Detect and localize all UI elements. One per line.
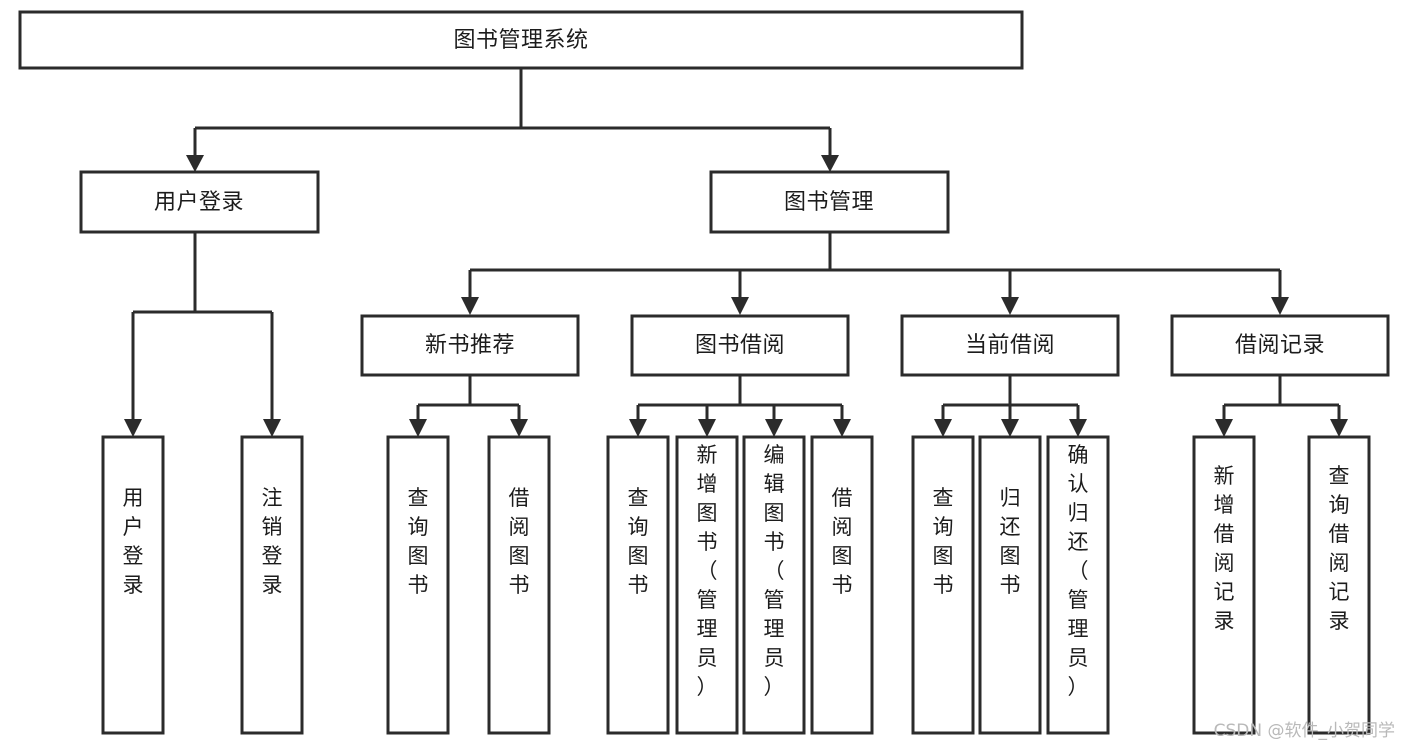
node-leaf-return-book-box[interactable] (978, 435, 1042, 735)
node-book-borrow[interactable]: 图书借阅 (630, 314, 850, 377)
arrowhead-leaf-borrow-book-1 (510, 419, 528, 437)
node-leaf-query-book-2-label: 查询图书 (628, 486, 649, 597)
node-leaf-user-logout-box[interactable] (240, 435, 304, 735)
node-leaf-query-record-box[interactable] (1307, 435, 1371, 735)
arrowhead-book-manage (821, 155, 839, 172)
node-leaf-query-book-2[interactable]: 查询图书 (606, 435, 670, 735)
node-leaf-query-book-3-box[interactable] (911, 435, 975, 735)
arrowhead-leaf-add-record (1215, 419, 1233, 437)
node-leaf-user-login[interactable]: 用户登录 (101, 435, 165, 735)
node-leaf-edit-book[interactable]: 编辑图书（管理员） (742, 435, 806, 735)
node-current-borrow[interactable]: 当前借阅 (900, 314, 1120, 377)
arrowhead-leaf-return-book (1001, 419, 1019, 437)
node-leaf-borrow-book-1[interactable]: 借阅图书 (487, 435, 551, 735)
arrowhead-new-book-rec (461, 297, 479, 315)
node-leaf-user-login-label: 用户登录 (123, 486, 144, 597)
connector-root-to-level2 (193, 68, 832, 158)
node-leaf-query-book-1-box[interactable] (386, 435, 450, 735)
connector-bookborrow-bus (636, 375, 844, 422)
node-leaf-query-book-2-box[interactable] (606, 435, 670, 735)
node-leaf-return-book[interactable]: 归还图书 (978, 435, 1042, 735)
node-leaf-confirm-return-label: 确认归还（管理员） (1068, 443, 1089, 699)
connector-newbook-bus (416, 375, 521, 422)
node-leaf-confirm-return[interactable]: 确认归还（管理员） (1046, 435, 1110, 735)
node-user-login[interactable]: 用户登录 (79, 170, 320, 234)
node-root-label: 图书管理系统 (453, 28, 588, 53)
node-leaf-user-logout[interactable]: 注销登录 (240, 435, 304, 735)
node-leaf-add-book-box[interactable] (675, 435, 739, 735)
arrowhead-leaf-add-book (698, 419, 716, 437)
node-leaf-query-record-label: 查询借阅记录 (1329, 464, 1350, 633)
arrowhead-leaf-user-login (124, 419, 142, 437)
node-leaf-return-book-label: 归还图书 (1000, 486, 1021, 597)
node-new-book-rec-label: 新书推荐 (425, 333, 515, 358)
node-leaf-query-book-3[interactable]: 查询图书 (911, 435, 975, 735)
node-leaf-borrow-book-1-label: 借阅图书 (509, 486, 530, 597)
node-borrow-record-box[interactable] (1170, 314, 1390, 377)
node-user-login-box[interactable] (79, 170, 320, 234)
node-book-manage[interactable]: 图书管理 (709, 170, 950, 234)
connector-currentborrow-bus (941, 375, 1080, 422)
node-leaf-query-book-1-label: 查询图书 (408, 486, 429, 597)
arrowhead-leaf-user-logout (263, 419, 281, 437)
node-book-manage-label: 图书管理 (784, 190, 874, 215)
node-leaf-edit-book-box[interactable] (742, 435, 806, 735)
connector-bookmanage-bus (468, 232, 1282, 300)
arrowhead-leaf-confirm-return (1069, 419, 1087, 437)
node-current-borrow-label: 当前借阅 (965, 333, 1055, 358)
watermark-label: CSDN @软件_小贺同学 (1213, 721, 1395, 741)
node-leaf-add-book-label: 新增图书（管理员） (697, 443, 718, 699)
node-leaf-add-record-label: 新增借阅记录 (1214, 464, 1235, 633)
node-leaf-user-logout-label: 注销登录 (262, 486, 283, 597)
node-leaf-add-book[interactable]: 新增图书（管理员） (675, 435, 739, 735)
arrowhead-leaf-borrow-book-2 (833, 419, 851, 437)
arrowhead-book-borrow (731, 297, 749, 315)
node-leaf-user-login-box[interactable] (101, 435, 165, 735)
node-book-manage-box[interactable] (709, 170, 950, 234)
node-book-borrow-box[interactable] (630, 314, 850, 377)
node-leaf-query-book-3-label: 查询图书 (933, 486, 954, 597)
arrowhead-current-borrow (1001, 297, 1019, 315)
node-borrow-record[interactable]: 借阅记录 (1170, 314, 1390, 377)
arrowhead-leaf-query-book-1 (409, 419, 427, 437)
connector-userlogin-bus (131, 232, 274, 422)
node-new-book-rec[interactable]: 新书推荐 (360, 314, 580, 377)
node-leaf-add-record[interactable]: 新增借阅记录 (1192, 435, 1256, 735)
node-leaf-borrow-book-2-label: 借阅图书 (832, 486, 853, 597)
node-leaf-query-record[interactable]: 查询借阅记录 (1307, 435, 1371, 735)
arrowhead-leaf-edit-book (765, 419, 783, 437)
arrowhead-user-login (186, 155, 204, 172)
connector-layer (124, 68, 1348, 437)
node-book-borrow-label: 图书借阅 (695, 333, 785, 358)
node-root-box[interactable] (18, 10, 1024, 70)
arrowhead-leaf-query-book-2 (629, 419, 647, 437)
arrowhead-leaf-query-record (1330, 419, 1348, 437)
node-current-borrow-box[interactable] (900, 314, 1120, 377)
node-leaf-add-record-box[interactable] (1192, 435, 1256, 735)
node-leaf-borrow-book-1-box[interactable] (487, 435, 551, 735)
node-user-login-label: 用户登录 (154, 190, 244, 215)
node-new-book-rec-box[interactable] (360, 314, 580, 377)
connector-borrowrecord-bus (1222, 375, 1341, 422)
node-root[interactable]: 图书管理系统 (18, 10, 1024, 70)
arrowhead-borrow-record (1271, 297, 1289, 315)
node-leaf-borrow-book-2-box[interactable] (810, 435, 874, 735)
arrowhead-leaf-query-book-3 (934, 419, 952, 437)
node-leaf-borrow-book-2[interactable]: 借阅图书 (810, 435, 874, 735)
node-leaf-confirm-return-box[interactable] (1046, 435, 1110, 735)
node-leaf-query-book-1[interactable]: 查询图书 (386, 435, 450, 735)
node-borrow-record-label: 借阅记录 (1235, 333, 1325, 358)
node-leaf-edit-book-label: 编辑图书（管理员） (764, 443, 785, 699)
